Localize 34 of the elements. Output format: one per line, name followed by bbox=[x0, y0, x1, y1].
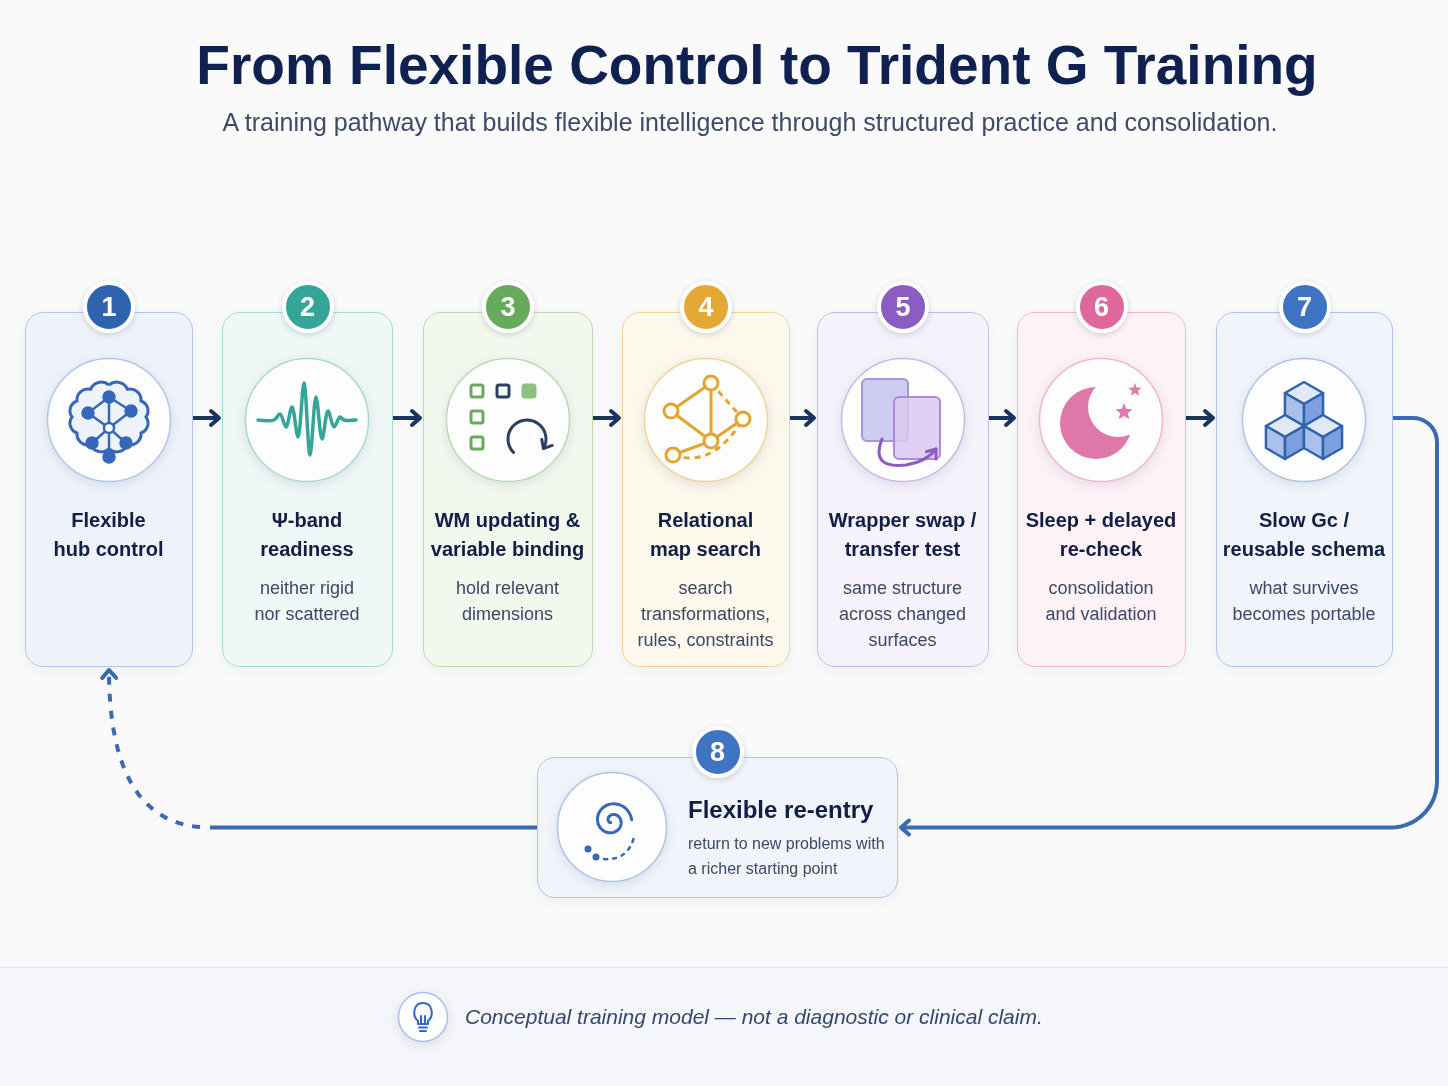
step-description: hold relevant dimensions bbox=[455, 578, 560, 624]
step-description: neither rigid nor scattered bbox=[254, 578, 360, 624]
step-number: 2 bbox=[281, 281, 334, 333]
arrow bbox=[790, 409, 816, 427]
step-number: 6 bbox=[1075, 281, 1128, 333]
step-title: Wrapper swap / transfer test bbox=[828, 509, 977, 560]
arrow bbox=[1186, 409, 1215, 427]
arrow bbox=[899, 416, 1439, 837]
step-title: Slow Gc / reusable schema bbox=[1222, 509, 1386, 560]
step-number: 4 bbox=[680, 281, 732, 333]
subtitle: A training pathway that builds flexible intelligence through structured practice and consolidation. bbox=[222, 107, 1278, 137]
step-number: 3 bbox=[482, 281, 534, 333]
step-description: same structure across changed surfaces bbox=[838, 578, 967, 650]
step-title: Sleep + delayed re-check bbox=[1025, 509, 1177, 560]
step-number: 1 bbox=[83, 281, 135, 333]
step-title: Flexible re-entry bbox=[688, 796, 874, 823]
step-title: Ψ-band readiness bbox=[260, 509, 354, 560]
step-title: Relational map search bbox=[649, 509, 762, 560]
step-title: Flexible hub control bbox=[53, 509, 164, 560]
arrow bbox=[593, 409, 621, 427]
step-description: return to new problems with a richer starting point bbox=[688, 835, 885, 877]
step-description: search transformations, rules, constraints bbox=[637, 578, 774, 650]
arrow bbox=[393, 409, 422, 427]
step-number: 7 bbox=[1278, 281, 1331, 333]
step-title: WM updating & variable binding bbox=[430, 509, 585, 560]
arrow bbox=[193, 409, 221, 427]
disclaimer-note: Conceptual training model — not a diagnostic or clinical claim. bbox=[465, 1004, 1043, 1030]
step-number: 5 bbox=[877, 281, 929, 333]
step-description: consolidation and validation bbox=[1045, 578, 1157, 624]
arrow bbox=[989, 409, 1016, 427]
step-description: what survives becomes portable bbox=[1232, 578, 1376, 624]
arrow bbox=[100, 668, 537, 830]
step-number: 8 bbox=[691, 726, 744, 778]
title: From Flexible Control to Trident G Training bbox=[196, 33, 1318, 97]
